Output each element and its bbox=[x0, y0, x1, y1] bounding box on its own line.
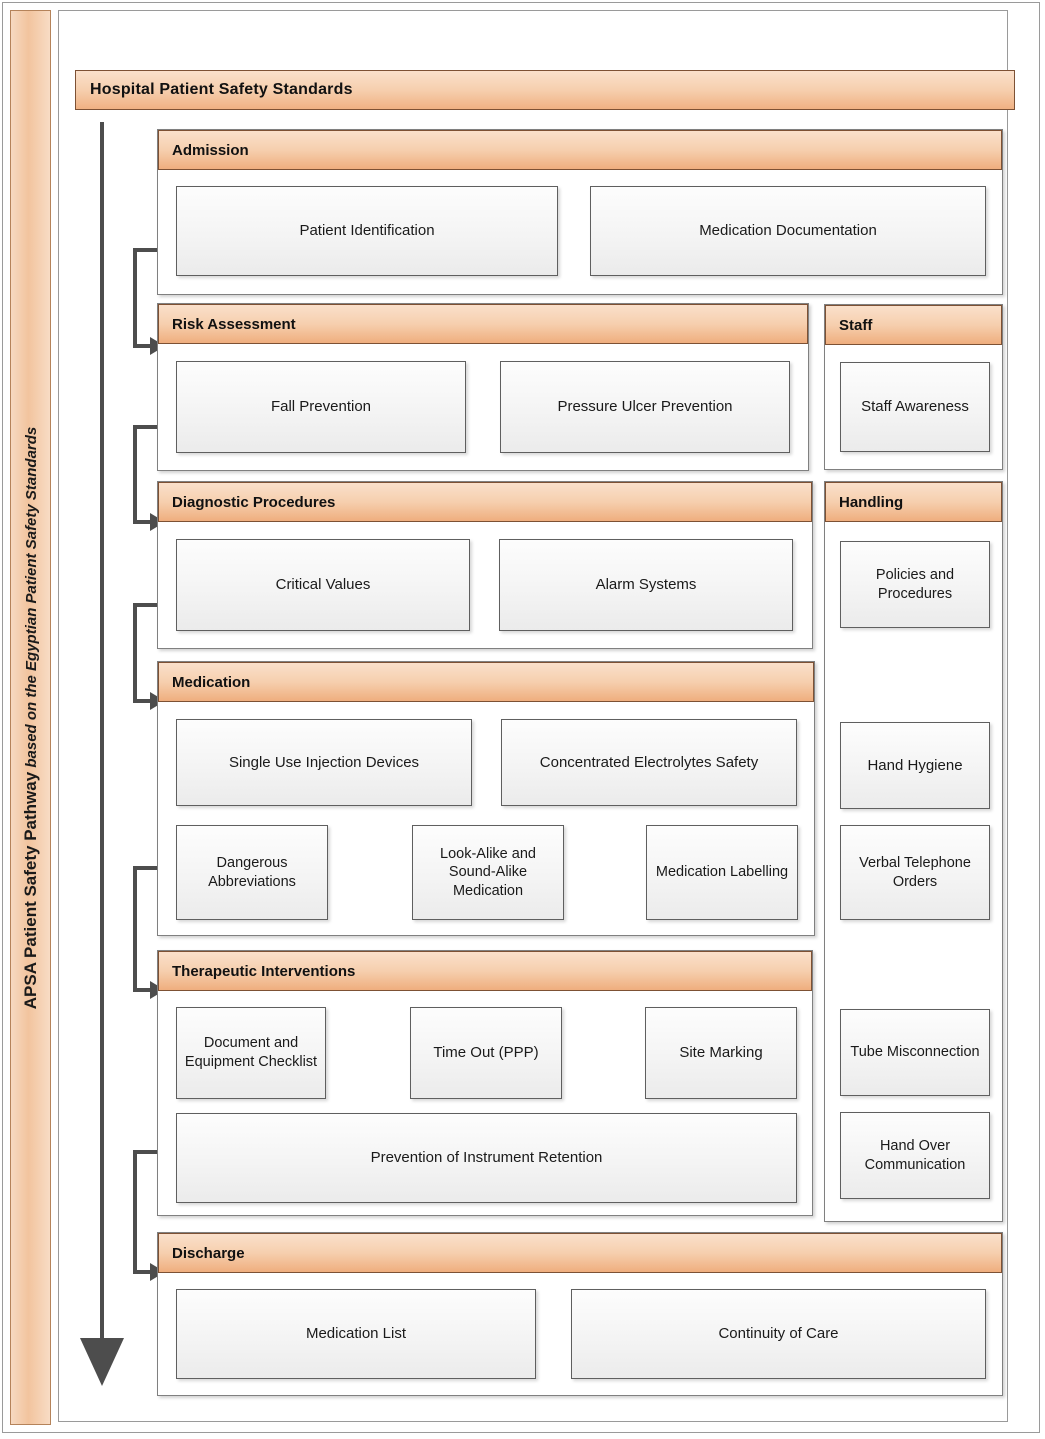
stage-medication[interactable]: Medication Single Use Injection Devices … bbox=[157, 661, 815, 936]
item-time-out-ppp[interactable]: Time Out (PPP) bbox=[410, 1007, 562, 1099]
side-banner-title-bold: APSA Patient Safety Pathway bbox=[20, 771, 40, 1009]
item-concentrated-electrolytes-safety[interactable]: Concentrated Electrolytes Safety bbox=[501, 719, 797, 806]
stage-admission[interactable]: Admission Patient Identification Medicat… bbox=[157, 129, 1003, 295]
item-medication-list[interactable]: Medication List bbox=[176, 1289, 536, 1379]
item-look-alike-sound-alike-medication[interactable]: Look-Alike and Sound-Alike Medication bbox=[412, 825, 564, 920]
stage-handling[interactable]: Handling Policies and Procedures Hand Hy… bbox=[824, 481, 1003, 1222]
stage-handling-label: Handling bbox=[839, 493, 904, 511]
stage-therapeutic-interventions[interactable]: Therapeutic Interventions Document and E… bbox=[157, 950, 813, 1216]
item-critical-values[interactable]: Critical Values bbox=[176, 539, 470, 631]
side-banner-text: APSA Patient Safety Pathway based on the… bbox=[21, 426, 41, 1009]
item-dangerous-abbreviations[interactable]: Dangerous Abbreviations bbox=[176, 825, 328, 920]
stage-discharge[interactable]: Discharge Medication List Continuity of … bbox=[157, 1232, 1003, 1396]
item-hand-over-communication[interactable]: Hand Over Communication bbox=[840, 1112, 990, 1199]
stage-diagnostic-procedures-label: Diagnostic Procedures bbox=[172, 493, 336, 511]
stage-diagnostic-procedures[interactable]: Diagnostic Procedures Critical Values Al… bbox=[157, 481, 813, 649]
stage-risk-assessment-label: Risk Assessment bbox=[172, 315, 296, 333]
stage-therapeutic-interventions-label: Therapeutic Interventions bbox=[172, 962, 356, 980]
pathway-spine bbox=[100, 122, 104, 1342]
item-document-and-equipment-checklist[interactable]: Document and Equipment Checklist bbox=[176, 1007, 326, 1099]
item-policies-and-procedures[interactable]: Policies and Procedures bbox=[840, 541, 990, 628]
stage-therapeutic-interventions-header: Therapeutic Interventions bbox=[158, 951, 812, 991]
item-patient-identification[interactable]: Patient Identification bbox=[176, 186, 558, 276]
stage-discharge-label: Discharge bbox=[172, 1244, 245, 1262]
side-banner: APSA Patient Safety Pathway based on the… bbox=[10, 10, 51, 1425]
stage-staff-header: Staff bbox=[825, 305, 1002, 345]
item-verbal-telephone-orders[interactable]: Verbal Telephone Orders bbox=[840, 825, 990, 920]
side-banner-title-italic: based on the Egyptian Patient Safety Sta… bbox=[22, 426, 40, 772]
stage-risk-assessment[interactable]: Risk Assessment Fall Prevention Pressure… bbox=[157, 303, 809, 471]
item-medication-documentation[interactable]: Medication Documentation bbox=[590, 186, 986, 276]
item-continuity-of-care[interactable]: Continuity of Care bbox=[571, 1289, 986, 1379]
stage-medication-label: Medication bbox=[172, 673, 251, 691]
item-medication-labelling[interactable]: Medication Labelling bbox=[646, 825, 798, 920]
item-alarm-systems[interactable]: Alarm Systems bbox=[499, 539, 793, 631]
stage-medication-header: Medication bbox=[158, 662, 814, 702]
stage-staff-label: Staff bbox=[839, 316, 873, 334]
item-tube-misconnection[interactable]: Tube Misconnection bbox=[840, 1009, 990, 1096]
stage-staff[interactable]: Staff Staff Awareness bbox=[824, 304, 1003, 470]
item-hand-hygiene[interactable]: Hand Hygiene bbox=[840, 722, 990, 809]
item-site-marking[interactable]: Site Marking bbox=[645, 1007, 797, 1099]
page-title: Hospital Patient Safety Standards bbox=[75, 70, 1015, 110]
page-title-label: Hospital Patient Safety Standards bbox=[90, 81, 353, 98]
item-prevention-of-instrument-retention[interactable]: Prevention of Instrument Retention bbox=[176, 1113, 797, 1203]
pathway-spine-arrow-icon bbox=[80, 1338, 124, 1386]
item-staff-awareness[interactable]: Staff Awareness bbox=[840, 362, 990, 452]
item-pressure-ulcer-prevention[interactable]: Pressure Ulcer Prevention bbox=[500, 361, 790, 453]
stage-handling-header: Handling bbox=[825, 482, 1002, 522]
item-single-use-injection-devices[interactable]: Single Use Injection Devices bbox=[176, 719, 472, 806]
stage-admission-label: Admission bbox=[172, 141, 249, 159]
stage-admission-header: Admission bbox=[158, 130, 1002, 170]
item-fall-prevention[interactable]: Fall Prevention bbox=[176, 361, 466, 453]
stage-diagnostic-procedures-header: Diagnostic Procedures bbox=[158, 482, 812, 522]
stage-discharge-header: Discharge bbox=[158, 1233, 1002, 1273]
stage-risk-assessment-header: Risk Assessment bbox=[158, 304, 808, 344]
